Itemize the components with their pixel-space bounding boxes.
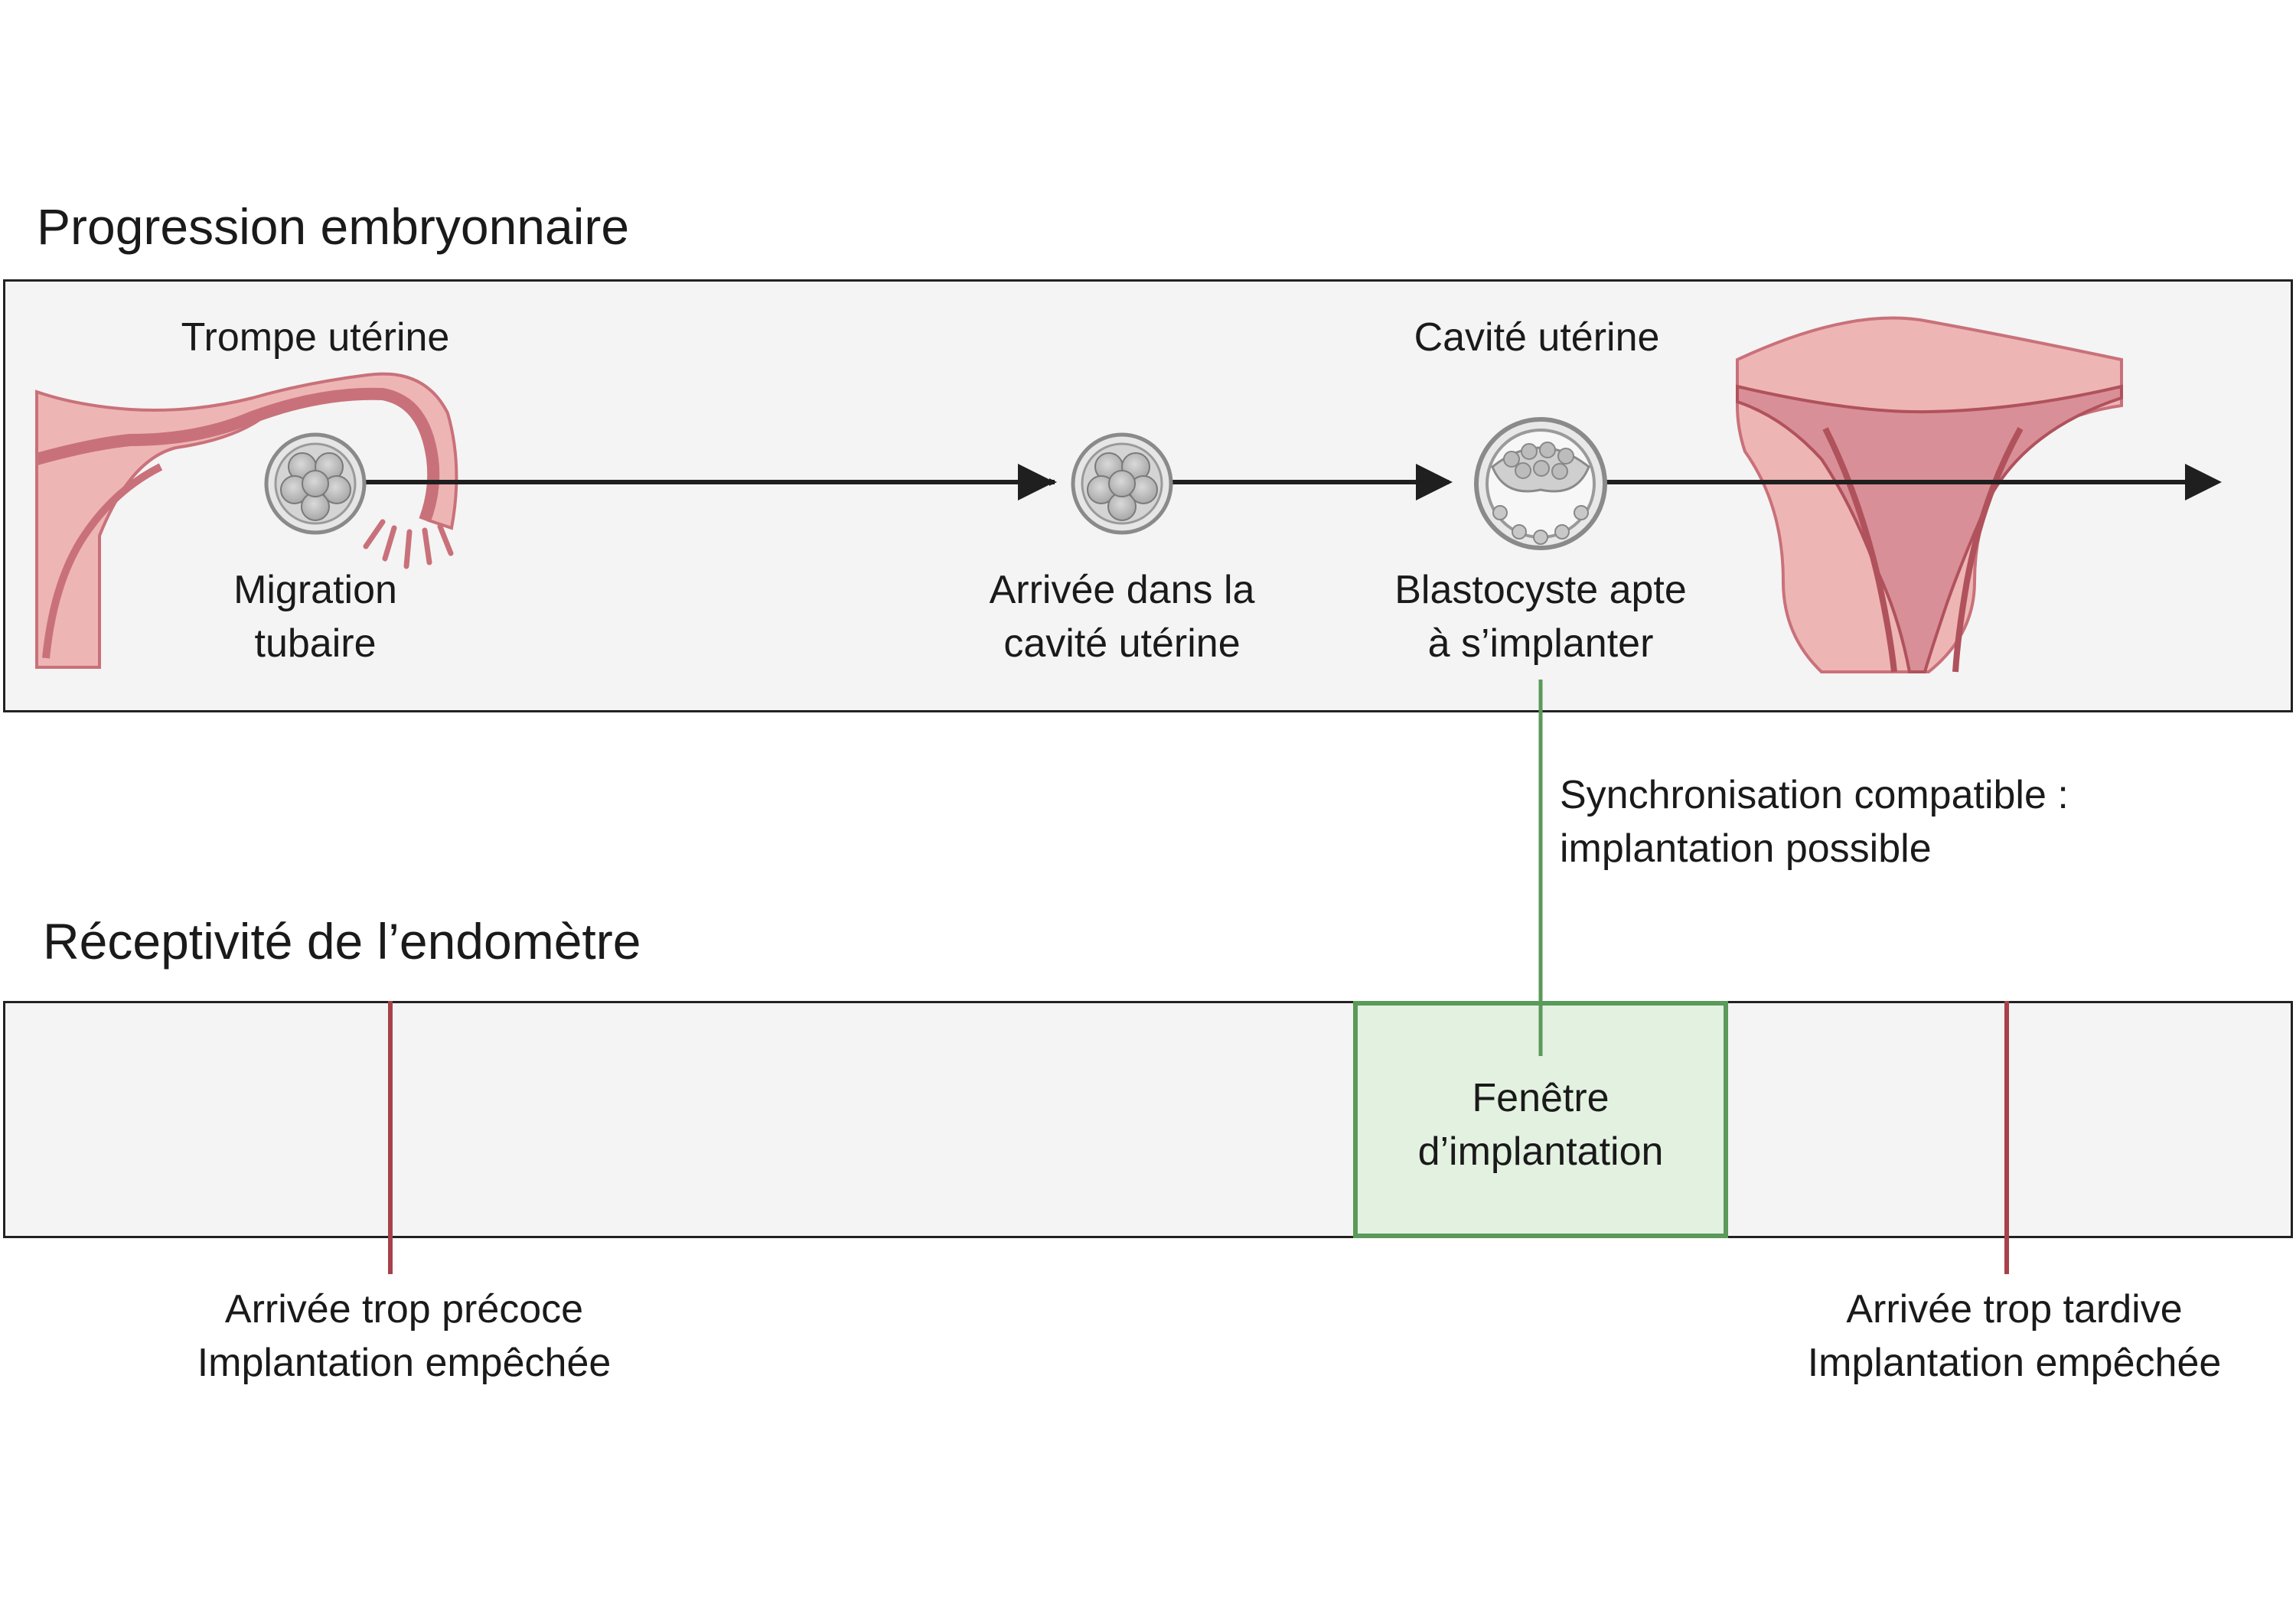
arrowhead-2 [1416,464,1453,500]
window-label-line: Fenêtre [1472,1076,1609,1120]
late-label-line: Arrivée trop tardive [1846,1287,2183,1332]
uterus-illustration [1736,316,2123,673]
morula-icon-2 [1071,432,1173,535]
stage-label-line: Blastocyste apte [1394,568,1687,612]
early-arrival-label: Arrivée trop précoce Implantation empêch… [197,1283,612,1390]
sync-note-line: Synchronisation compatible : [1560,773,2069,817]
stage-label-arrival: Arrivée dans la cavité utérine [990,563,1255,670]
implantation-window-label: Fenêtre d’implantation [1418,1071,1664,1178]
stage-label-line: Arrivée dans la [989,568,1255,612]
fallopian-tube-label: Trompe utérine [181,315,450,360]
early-label-line: Implantation empêchée [197,1341,612,1385]
stage-label-blastocyst: Blastocyste apte à s’implanter [1394,563,1687,670]
window-label-line: d’implantation [1417,1129,1664,1174]
sync-note-line: implantation possible [1560,826,1932,871]
arrowhead-1 [1018,464,1055,500]
arrowhead-3 [2185,464,2222,500]
stage-label-line: Migration [233,568,397,612]
fallopian-tube-illustration [34,372,458,669]
stage-label-migration: Migration tubaire [233,563,397,670]
morula-icon-1 [264,432,367,535]
sync-note: Synchronisation compatible : implantatio… [1560,768,2069,875]
uterine-cavity-label: Cavité utérine [1414,315,1660,360]
embryo-section-title: Progression embryonnaire [37,198,630,255]
stage-label-line: cavité utérine [1003,621,1241,666]
blastocyst-icon [1474,417,1607,550]
late-label-line: Implantation empêchée [1807,1341,2222,1385]
endometrium-panel [3,1001,2293,1238]
late-arrival-label: Arrivée trop tardive Implantation empêch… [1808,1283,2222,1390]
early-label-line: Arrivée trop précoce [224,1287,584,1332]
stage-label-line: à s’implanter [1427,621,1654,666]
endometrium-section-title: Réceptivité de l’endomètre [43,913,641,970]
stage-label-line: tubaire [254,621,377,666]
